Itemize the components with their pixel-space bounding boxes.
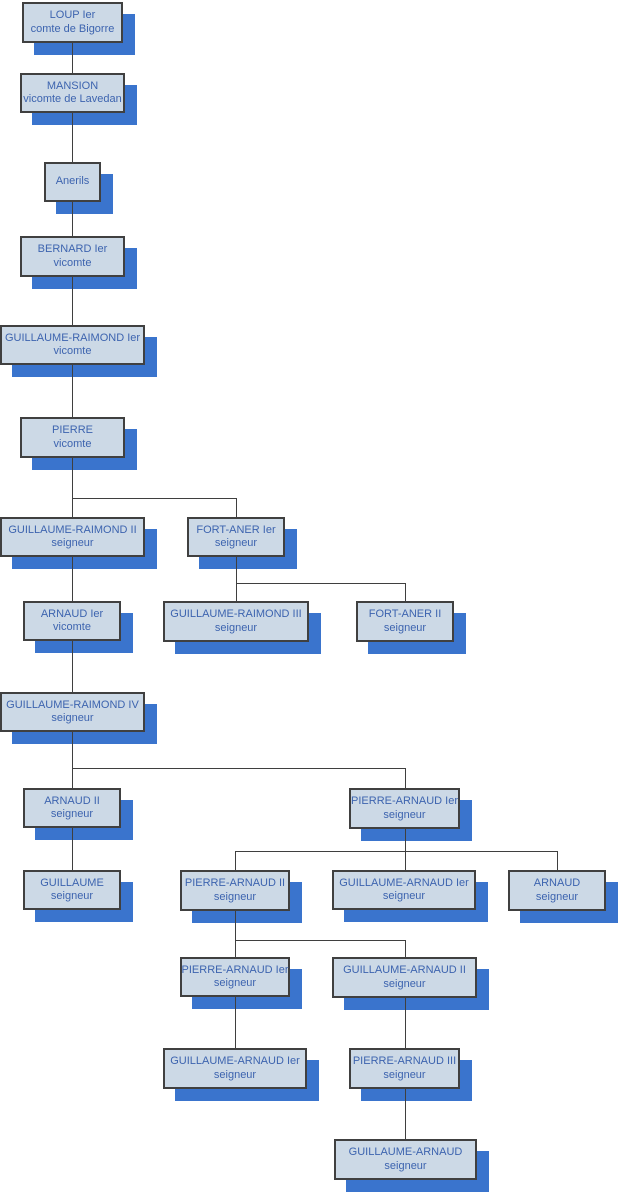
connector-line-vertical bbox=[235, 851, 237, 870]
connector-line-vertical bbox=[405, 583, 407, 601]
connector-line-vertical bbox=[72, 365, 74, 417]
person-title: seigneur bbox=[213, 1068, 257, 1081]
person-name: ARNAUD II bbox=[44, 794, 100, 807]
connector-line-vertical bbox=[235, 997, 237, 1048]
connector-line-vertical bbox=[235, 910, 237, 957]
connector-line-vertical bbox=[405, 828, 407, 870]
connector-line-vertical bbox=[236, 498, 238, 517]
person-title: seigneur bbox=[384, 1159, 427, 1172]
connector-line-vertical bbox=[72, 277, 74, 325]
connector-line-vertical bbox=[72, 641, 74, 692]
person-name: BERNARD Ier bbox=[37, 243, 108, 255]
person-name: GUILLAUME-RAIMOND Ier bbox=[4, 331, 141, 344]
connector-line-vertical bbox=[72, 201, 74, 236]
person-name: MANSION bbox=[46, 79, 99, 92]
person-name: PIERRE bbox=[52, 424, 93, 436]
person-title: seigneur bbox=[214, 537, 258, 549]
person-name: PIERRE-ARNAUD III bbox=[352, 1055, 457, 1067]
connector-line-vertical bbox=[405, 1088, 407, 1139]
connector-line-vertical bbox=[72, 42, 74, 73]
connector-line-vertical bbox=[405, 940, 407, 957]
person-name: GUILLAUME-RAIMOND II bbox=[8, 523, 137, 536]
connector-line-vertical bbox=[72, 828, 74, 870]
connector-line-horizontal bbox=[72, 498, 237, 500]
person-name: LOUP Ier bbox=[49, 9, 96, 21]
person-name: ARNAUD bbox=[533, 877, 581, 889]
person-title: vicomte de Lavedan bbox=[23, 93, 122, 105]
connector-line-vertical bbox=[72, 732, 74, 788]
connector-line-vertical bbox=[557, 851, 559, 870]
person-title: seigneur bbox=[51, 712, 94, 724]
person-name: PIERRE-ARNAUD II bbox=[184, 877, 286, 889]
person-name: GUILLAUME-RAIMOND III bbox=[170, 608, 302, 620]
person-name: PIERRE-ARNAUD Ier bbox=[351, 795, 458, 807]
person-name: FORT-ANER II bbox=[368, 608, 442, 620]
person-name: ARNAUD Ier bbox=[40, 607, 104, 620]
connector-line-horizontal bbox=[235, 851, 558, 853]
person-title: seigneur bbox=[213, 977, 257, 989]
connector-line-vertical bbox=[405, 768, 407, 788]
person-title: vicomte bbox=[53, 621, 91, 633]
person-name: GUILLAUME-ARNAUD Ier bbox=[339, 876, 469, 889]
person-title: vicomte bbox=[53, 345, 92, 357]
person-title: seigneur bbox=[383, 1068, 426, 1081]
person-title: seigneur bbox=[535, 890, 579, 903]
person-title: comte de Bigorre bbox=[30, 22, 115, 35]
connector-line-vertical bbox=[72, 113, 74, 162]
person-title: seigneur bbox=[382, 890, 426, 902]
person-name: GUILLAUME-ARNAUD Ier bbox=[170, 1055, 300, 1067]
person-title: seigneur bbox=[383, 621, 427, 634]
tree-node-anerils[interactable]: Anerils bbox=[44, 162, 101, 202]
person-name: FORT-ANER Ier bbox=[196, 523, 276, 536]
connector-line-vertical bbox=[405, 997, 407, 1048]
person-name: GUILLAUME-ARNAUD II bbox=[343, 964, 466, 976]
person-name: GUILLAUME-ARNAUD bbox=[348, 1146, 463, 1158]
person-name: GUILLAUME-RAIMOND IV bbox=[6, 698, 139, 711]
person-title: seigneur bbox=[51, 537, 94, 549]
person-title: seigneur bbox=[50, 890, 94, 902]
person-name: Anerils bbox=[55, 175, 90, 188]
person-title: seigneur bbox=[383, 977, 426, 990]
person-title: seigneur bbox=[213, 890, 257, 903]
person-title: vicomte bbox=[53, 437, 92, 450]
connector-line-horizontal bbox=[72, 768, 406, 770]
connector-line-horizontal bbox=[235, 940, 406, 942]
connector-line-vertical bbox=[236, 557, 238, 601]
person-name: GUILLAUME bbox=[40, 876, 104, 889]
person-title: seigneur bbox=[383, 808, 426, 821]
connector-line-vertical bbox=[72, 557, 74, 601]
person-title: seigneur bbox=[214, 621, 258, 634]
person-name: PIERRE-ARNAUD Ier bbox=[181, 963, 289, 976]
connector-line-vertical bbox=[72, 457, 74, 517]
person-title: vicomte bbox=[53, 256, 92, 269]
connector-line-horizontal bbox=[236, 583, 406, 585]
person-title: seigneur bbox=[50, 808, 94, 820]
